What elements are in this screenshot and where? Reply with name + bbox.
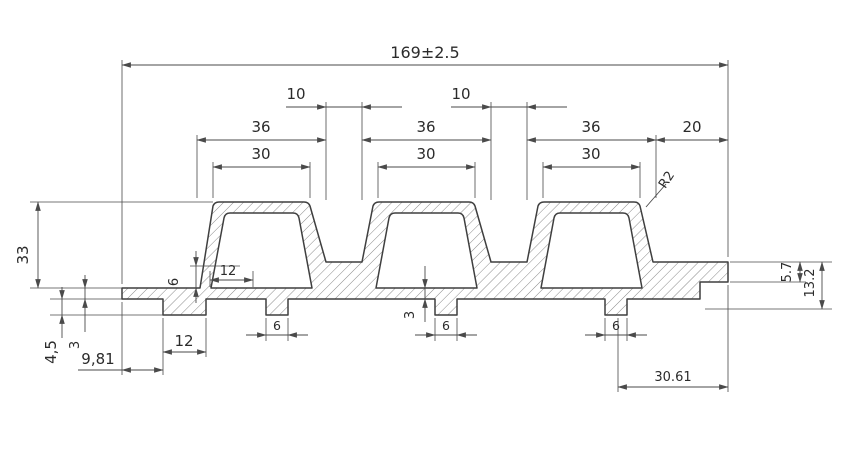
dim-flange-thickness-label: 5.7 xyxy=(780,262,795,283)
dim-groove2-label: 10 xyxy=(451,85,470,103)
radius-leader-line xyxy=(645,183,667,208)
dimension-labels: 169±2.5 10 10 36 36 36 20 30 30 30 R2 5.… xyxy=(14,43,818,385)
dim-right-end-width-label: 20 xyxy=(682,118,701,136)
dim-rib2-base-label: 36 xyxy=(416,118,435,136)
dimension-lines xyxy=(35,62,825,390)
dim-step-width-label: 12 xyxy=(220,264,237,279)
dim-rib3-top-label: 30 xyxy=(581,145,600,163)
dim-rib1-top-label: 30 xyxy=(251,145,270,163)
dim-base-thickness-mid-label: 3 xyxy=(403,311,418,319)
dim-right-end-height-label: 13.2 xyxy=(803,269,818,298)
dim-step-height-label: 6 xyxy=(167,278,182,286)
dim-corner-radius-label: R2 xyxy=(656,169,678,192)
dim-left-offset-label: 9,81 xyxy=(81,350,114,368)
dim-foot3-width-label: 6 xyxy=(612,318,620,333)
extension-lines xyxy=(30,60,832,392)
dim-foot-height-label: 4,5 xyxy=(42,340,60,364)
dim-left-foot-width-label: 12 xyxy=(174,332,193,350)
dim-overall-height-label: 33 xyxy=(14,245,32,264)
dim-right-bottom-length-label: 30.61 xyxy=(654,370,691,385)
dim-rib1-base-label: 36 xyxy=(251,118,270,136)
dim-overall-width-label: 169±2.5 xyxy=(390,43,459,62)
dim-foot2-width-label: 6 xyxy=(442,318,450,333)
dim-rib3-base-label: 36 xyxy=(581,118,600,136)
dim-groove1-label: 10 xyxy=(286,85,305,103)
dim-rib2-top-label: 30 xyxy=(416,145,435,163)
dim-base-thickness-left-label: 3 xyxy=(68,341,83,349)
dim-foot1-width-label: 6 xyxy=(273,318,281,333)
